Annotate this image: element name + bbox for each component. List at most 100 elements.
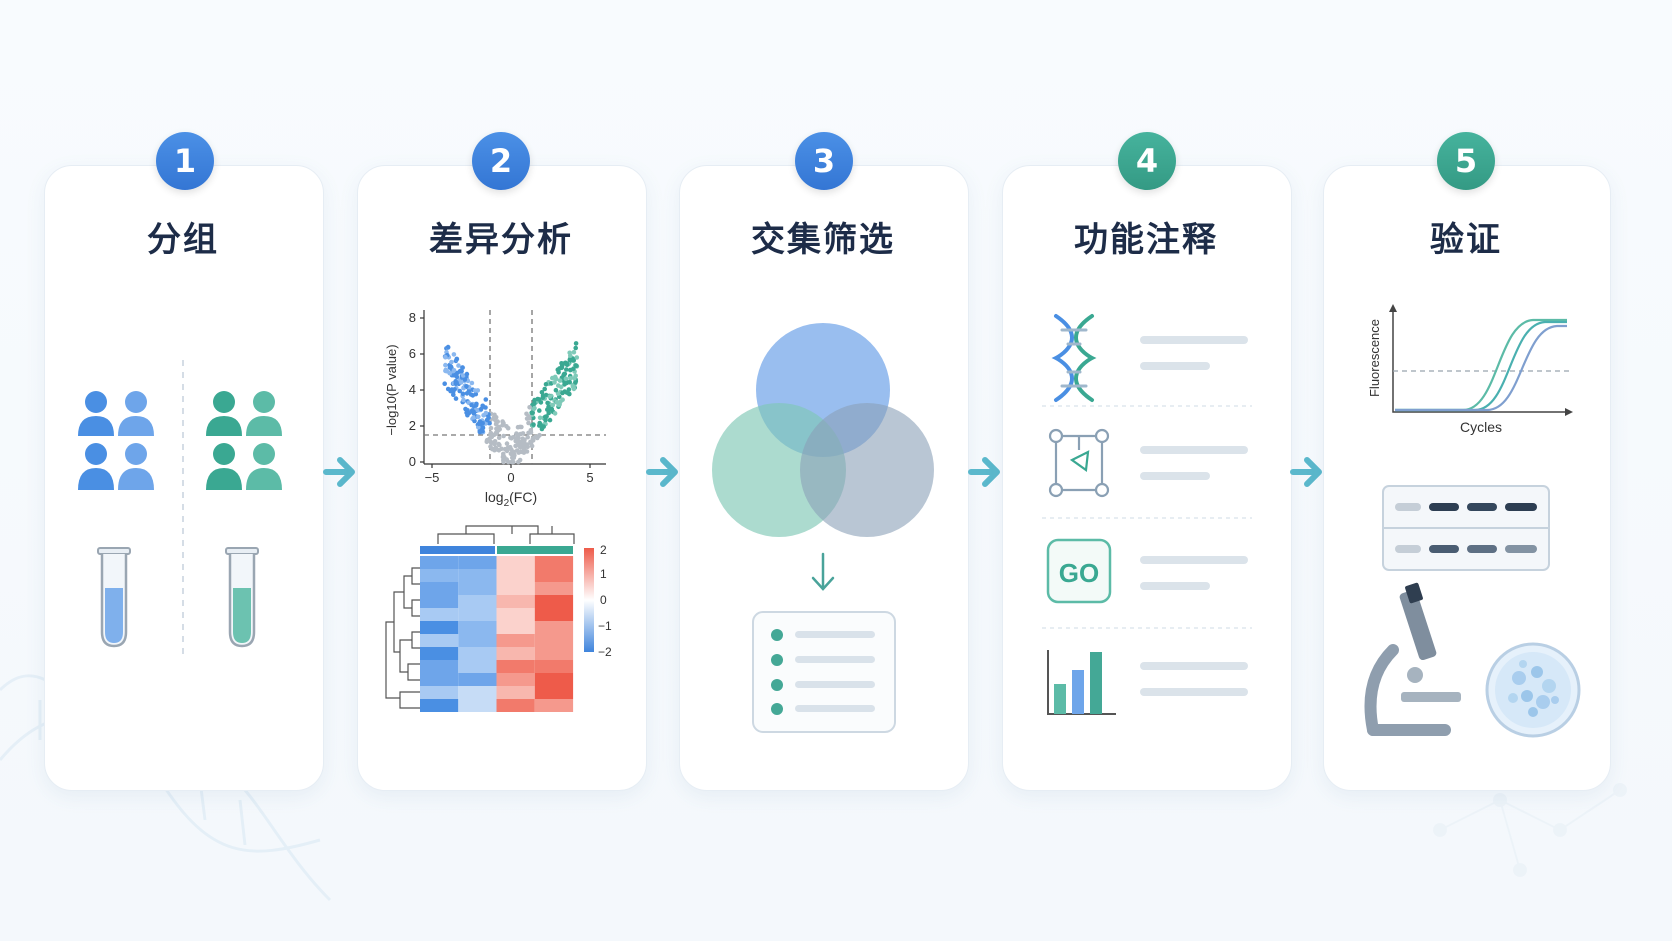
heatmap-cell bbox=[458, 699, 497, 712]
volcano-point bbox=[514, 442, 520, 448]
volcano-point bbox=[471, 409, 476, 414]
volcano-point bbox=[497, 442, 502, 448]
volcano-point bbox=[525, 434, 530, 440]
volcano-point bbox=[460, 373, 466, 378]
heatmap-cell bbox=[420, 621, 459, 634]
volcano-point bbox=[530, 438, 536, 443]
volcano-point bbox=[457, 388, 462, 394]
volcano-point bbox=[458, 380, 464, 385]
heatmap-cell bbox=[534, 582, 574, 595]
volcano-point bbox=[516, 450, 521, 455]
volcano-point bbox=[472, 388, 478, 393]
volcano-point bbox=[519, 424, 524, 430]
volcano-point bbox=[509, 447, 514, 452]
volcano-point bbox=[464, 391, 470, 396]
volcano-point bbox=[476, 425, 481, 430]
venn-circle-right bbox=[800, 403, 934, 537]
volcano-point bbox=[442, 381, 447, 386]
volcano-point bbox=[443, 368, 448, 374]
volcano-point bbox=[489, 434, 495, 440]
heatmap-cell bbox=[534, 647, 574, 660]
step-title-2: 差异分析 bbox=[429, 220, 573, 260]
qpcr-amplification-plot: Fluorescence Cycles bbox=[1367, 304, 1573, 435]
volcano-point bbox=[509, 436, 514, 441]
molecule-watermark bbox=[1433, 783, 1627, 877]
heatmap-cell bbox=[534, 569, 574, 582]
annotation-illustration: GO bbox=[1042, 314, 1252, 715]
volcano-point bbox=[461, 397, 466, 403]
volcano-point bbox=[557, 378, 563, 383]
volcano-point bbox=[473, 403, 479, 408]
volcano-point bbox=[448, 388, 453, 394]
volcano-x-tick: 5 bbox=[586, 470, 593, 485]
volcano-point bbox=[504, 448, 510, 454]
flow-arrow-1 bbox=[323, 457, 355, 487]
heatmap-group-bar-blue bbox=[420, 546, 495, 554]
volcano-point bbox=[533, 434, 538, 440]
volcano-point bbox=[483, 410, 489, 416]
volcano-point bbox=[563, 376, 569, 382]
volcano-point bbox=[564, 362, 570, 367]
flow-arrow-2 bbox=[646, 457, 678, 487]
volcano-point bbox=[483, 405, 488, 410]
volcano-point bbox=[460, 391, 466, 397]
volcano-point bbox=[454, 356, 460, 362]
go-label: GO bbox=[1059, 558, 1099, 588]
volcano-point bbox=[532, 401, 537, 406]
volcano-point bbox=[464, 384, 469, 389]
test-tube-blue-icon bbox=[97, 547, 131, 648]
heatmap-group-bar-teal bbox=[497, 546, 573, 554]
volcano-point bbox=[568, 376, 573, 381]
dna-icon bbox=[1051, 314, 1097, 402]
volcano-point bbox=[552, 374, 558, 380]
volcano-point bbox=[478, 406, 484, 412]
microscope-icon bbox=[1364, 582, 1461, 736]
volcano-point bbox=[451, 392, 456, 398]
heatmap-cell bbox=[534, 699, 574, 712]
heatmap-cell bbox=[420, 673, 459, 686]
volcano-point bbox=[488, 439, 493, 445]
volcano-point bbox=[521, 439, 527, 445]
heatmap-cell bbox=[420, 686, 459, 699]
heatmap-cell bbox=[458, 647, 497, 660]
volcano-point bbox=[483, 397, 489, 402]
heatmap-cell bbox=[496, 621, 535, 634]
venn-diagram-illustration bbox=[712, 323, 934, 733]
volcano-point bbox=[556, 402, 562, 408]
volcano-point bbox=[501, 433, 506, 439]
heatmap-cell bbox=[458, 673, 497, 686]
volcano-point bbox=[480, 425, 486, 431]
heatmap-cell bbox=[420, 699, 459, 712]
volcano-point bbox=[537, 415, 543, 421]
arrow-down-icon bbox=[811, 552, 835, 591]
volcano-point bbox=[443, 362, 448, 368]
volcano-point bbox=[553, 387, 559, 393]
heatmap: 2 1 0 −1 −2 bbox=[385, 525, 612, 712]
heatmap-cell bbox=[496, 673, 535, 686]
volcano-point bbox=[571, 386, 577, 392]
step-badge-3: 3 bbox=[795, 132, 853, 190]
volcano-point bbox=[501, 459, 506, 465]
heatmap-cell bbox=[534, 556, 574, 569]
heatmap-cell bbox=[458, 621, 497, 634]
heatmap-scale-tick: 0 bbox=[600, 593, 607, 607]
volcano-point bbox=[501, 421, 506, 426]
heatmap-scale-tick: −2 bbox=[598, 645, 612, 659]
volcano-point bbox=[521, 450, 527, 455]
volcano-point bbox=[524, 411, 529, 417]
volcano-y-tick: 6 bbox=[409, 346, 416, 361]
volcano-y-tick: 0 bbox=[409, 454, 416, 469]
group-a-people-icon bbox=[78, 391, 154, 490]
heatmap-cell bbox=[458, 608, 497, 621]
volcano-point bbox=[552, 380, 557, 385]
heatmap-cell bbox=[458, 582, 497, 595]
volcano-point bbox=[472, 418, 477, 424]
volcano-point bbox=[573, 345, 578, 351]
volcano-point bbox=[539, 426, 545, 432]
heatmap-cell bbox=[496, 569, 535, 582]
step-badge-2: 2 bbox=[472, 132, 530, 190]
heatmap-cell bbox=[496, 660, 535, 673]
volcano-point bbox=[460, 365, 465, 370]
volcano-point bbox=[542, 386, 547, 392]
volcano-point bbox=[494, 430, 500, 436]
